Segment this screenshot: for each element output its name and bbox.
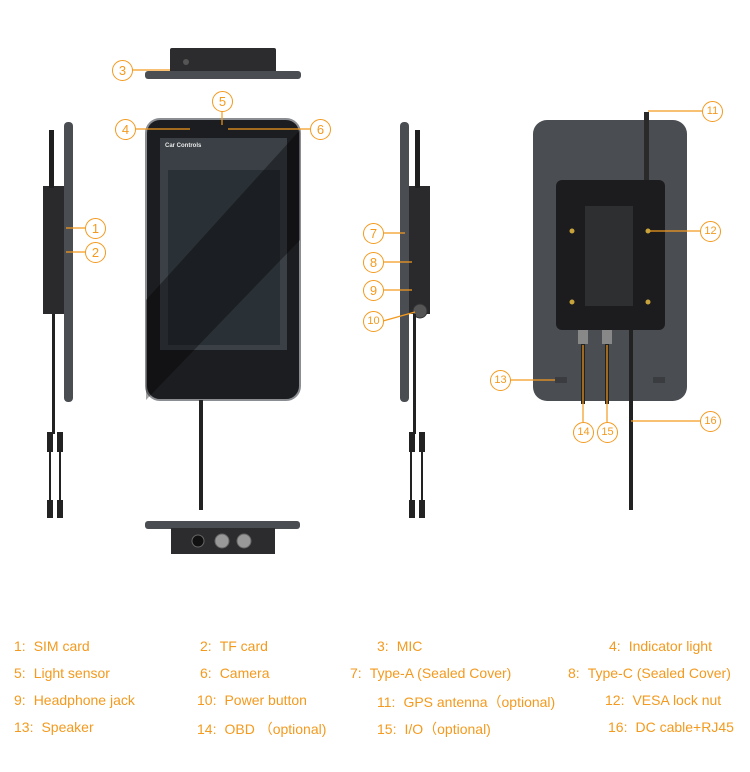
legend-item: 9:Headphone jack (14, 692, 135, 708)
callout-13: 13 (490, 370, 511, 391)
screen-title: Car Controls (165, 143, 202, 149)
callout-10: 10 (363, 311, 384, 332)
callout-5: 5 (212, 91, 233, 112)
callout-9: 9 (363, 280, 384, 301)
front-view (145, 118, 301, 510)
top-view (145, 48, 301, 79)
callout-3: 3 (112, 60, 133, 81)
callout-6: 6 (310, 119, 331, 140)
callout-8: 8 (363, 252, 384, 273)
legend-item: 10:Power button (197, 692, 307, 708)
callout-16: 16 (700, 411, 721, 432)
bottom-view (145, 521, 300, 554)
legend-item: 13:Speaker (14, 719, 94, 735)
legend-item: 1:SIM card (14, 638, 90, 654)
callout-2: 2 (85, 242, 106, 263)
legend-item: 3:MIC (377, 638, 423, 654)
left-side-view (43, 122, 73, 518)
legend-item: 15:I/O（optional) (377, 721, 491, 737)
callout-15: 15 (597, 422, 618, 443)
legend-item: 11:GPS antenna（optional) (377, 694, 556, 710)
callout-7: 7 (363, 223, 384, 244)
right-side-view (400, 122, 430, 518)
legend-item: 8:Type-C (Sealed Cover) (568, 665, 731, 681)
legend-item: 4:Indicator light (609, 638, 712, 654)
back-view (533, 112, 687, 510)
legend-item: 7:Type-A (Sealed Cover) (350, 665, 512, 681)
legend-item: 14:OBD （optional) (197, 721, 327, 737)
callout-14: 14 (573, 422, 594, 443)
legend-item: 12:VESA lock nut (605, 692, 722, 708)
callout-11: 11 (702, 101, 723, 122)
legend-item: 16:DC cable+RJ45 (608, 719, 734, 735)
callout-4: 4 (115, 119, 136, 140)
callout-12: 12 (700, 221, 721, 242)
callout-1: 1 (85, 218, 106, 239)
legend-item: 2:TF card (200, 638, 268, 654)
legend-item: 5:Light sensor (14, 665, 110, 681)
legend-item: 6:Camera (200, 665, 270, 681)
